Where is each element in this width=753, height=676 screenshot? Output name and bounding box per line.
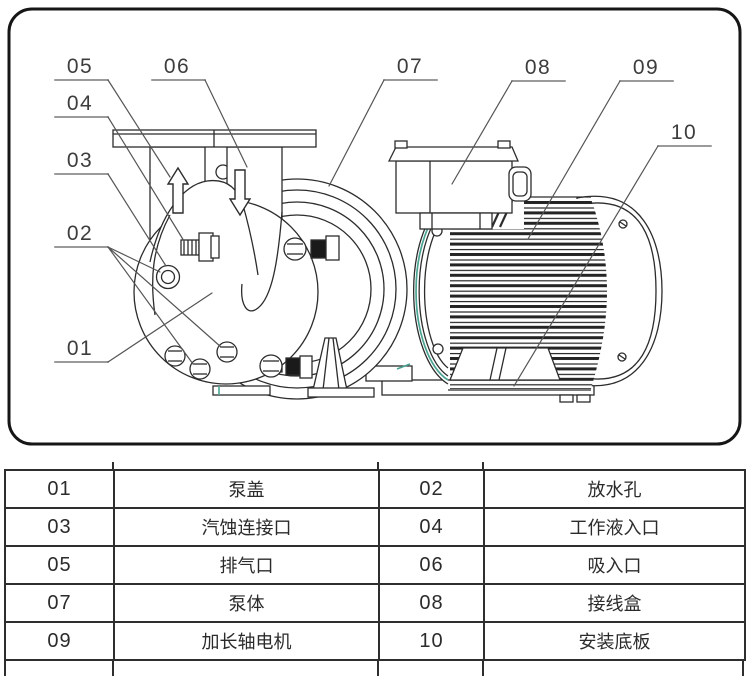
table-row: 05 排气口 06 吸入口 <box>4 545 746 585</box>
pump-support-foot <box>307 337 375 398</box>
callouts: 05 04 03 02 <box>54 55 712 387</box>
part-number: 04 <box>378 507 485 547</box>
motor-terminal-box <box>387 140 532 230</box>
flange-bolt <box>432 343 444 355</box>
part-number: 05 <box>4 545 115 585</box>
part-name: 加长轴电机 <box>113 621 380 661</box>
part-number: 03 <box>4 507 115 547</box>
part-name: 放水孔 <box>483 469 746 509</box>
callout-06: 06 <box>151 55 248 168</box>
callout-10: 10 <box>513 121 712 387</box>
part-name: 泵体 <box>113 583 380 623</box>
part-number: 10 <box>378 621 485 661</box>
callout-08-label: 08 <box>525 56 551 79</box>
part-number: 06 <box>378 545 485 585</box>
callout-03-label: 03 <box>67 149 93 172</box>
part-number: 01 <box>4 469 115 509</box>
table-gridline-stub <box>112 462 114 469</box>
callout-06-label: 06 <box>164 55 190 78</box>
working-fluid-inlet-stud <box>180 232 220 262</box>
table-row: 03 汽蚀连接口 04 工作液入口 <box>4 507 746 547</box>
table-gridline-stub <box>482 659 484 676</box>
part-number: 02 <box>378 469 485 509</box>
callout-02-label: 02 <box>67 222 93 245</box>
pump-base-bar <box>212 385 271 396</box>
pump-diagram-svg: 05 04 03 02 <box>7 7 742 446</box>
table-gridline-stub <box>112 659 114 676</box>
part-number: 07 <box>4 583 115 623</box>
part-name: 泵盖 <box>113 469 380 509</box>
part-name: 汽蚀连接口 <box>113 507 380 547</box>
callout-04-label: 04 <box>67 92 93 115</box>
part-name: 安装底板 <box>483 621 746 661</box>
callout-10-label: 10 <box>671 121 697 144</box>
callout-05-label: 05 <box>67 55 93 78</box>
flow-down-arrow-icon <box>228 169 252 217</box>
table-gridline-stub <box>4 659 6 676</box>
table-gridline-stub <box>742 659 744 676</box>
callout-08: 08 <box>451 56 566 185</box>
table-gridline-stub <box>377 659 379 676</box>
callout-07-label: 07 <box>397 55 423 78</box>
part-name: 工作液入口 <box>483 507 746 547</box>
callout-09: 09 <box>527 56 674 240</box>
cavitation-connection-plug <box>155 264 181 290</box>
callout-02: 02 <box>54 222 222 365</box>
diagram-frame <box>7 7 742 446</box>
parts-table: 01 泵盖 02 放水孔 03 汽蚀连接口 04 工作液入口 05 排气口 06… <box>4 469 746 661</box>
table-row: 09 加长轴电机 10 安装底板 <box>4 621 746 661</box>
callout-01-label: 01 <box>67 337 93 360</box>
motor-feet <box>449 347 561 381</box>
pump-diagram: 05 04 03 02 <box>7 7 742 446</box>
callout-04: 04 <box>54 92 185 242</box>
drain-bolts <box>164 341 238 380</box>
table-gridline-stub <box>377 462 379 469</box>
part-name: 吸入口 <box>483 545 746 585</box>
part-number: 09 <box>4 621 115 661</box>
flow-up-arrow-icon <box>166 166 190 214</box>
callout-09-label: 09 <box>633 56 659 79</box>
callout-01: 01 <box>54 292 213 363</box>
callout-07: 07 <box>328 55 438 187</box>
pump-assembly-drawing <box>112 129 663 403</box>
casing-clamp-bolts <box>259 235 340 379</box>
callout-05: 05 <box>54 55 171 178</box>
callout-03: 03 <box>54 149 167 267</box>
table-gridline-stub <box>482 462 484 469</box>
table-row: 07 泵体 08 接线盒 <box>4 583 746 623</box>
table-row: 01 泵盖 02 放水孔 <box>4 469 746 509</box>
top-flange <box>112 129 317 148</box>
part-name: 排气口 <box>113 545 380 585</box>
part-name: 接线盒 <box>483 583 746 623</box>
part-number: 08 <box>378 583 485 623</box>
